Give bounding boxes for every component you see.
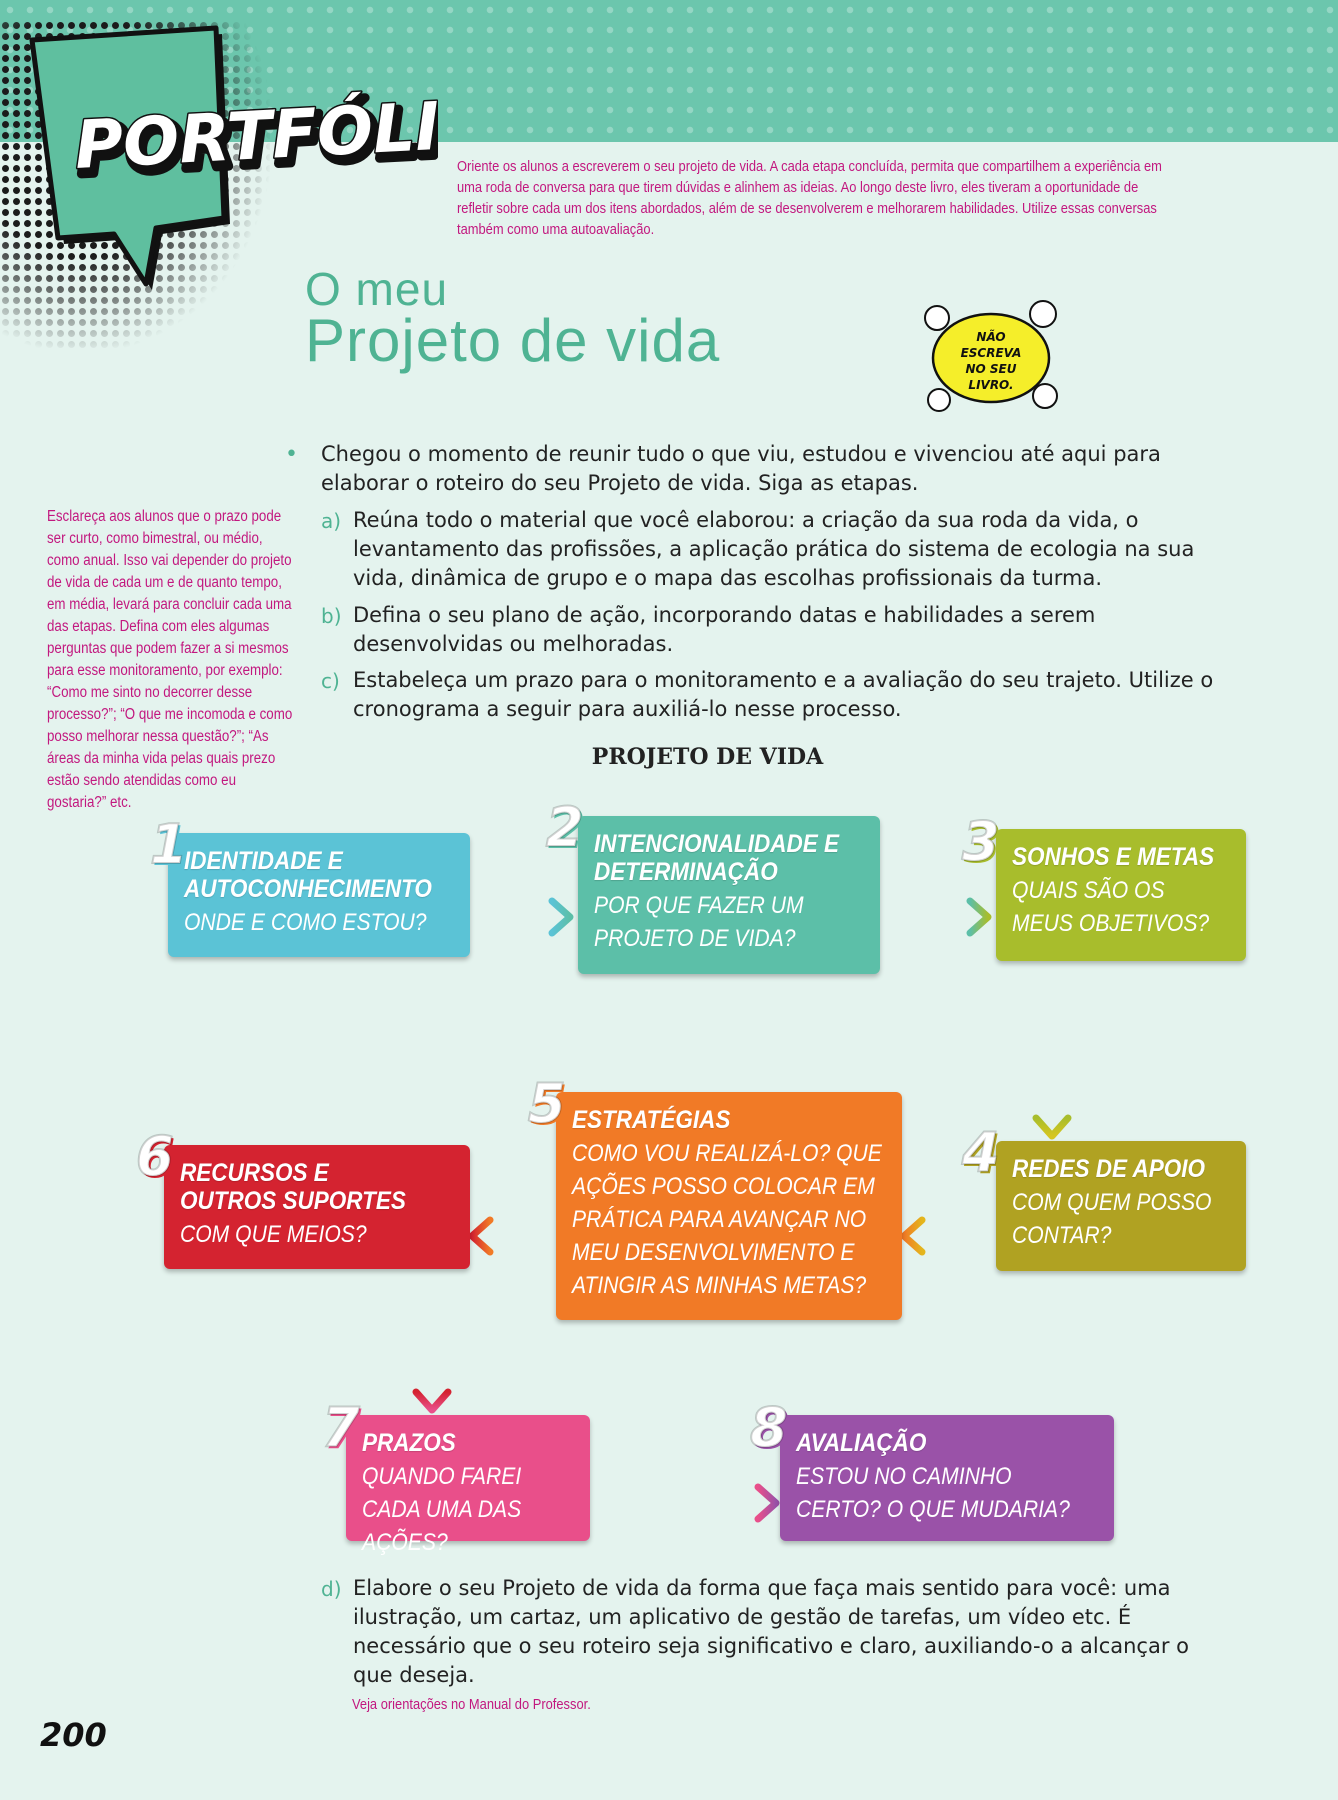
flow-node-8-subtitle: ESTOU NO CAMINHO CERTO? O QUE MUDARIA? bbox=[796, 1463, 1070, 1523]
flow-node-8-title: AVALIAÇÃO bbox=[796, 1429, 927, 1457]
arrow-1-to-2 bbox=[466, 897, 574, 937]
badge-puff-icon bbox=[1032, 383, 1058, 409]
flow-node-7-number: 7 bbox=[321, 1395, 361, 1460]
badge-cloud-icon bbox=[931, 312, 1051, 404]
flow-node-4: REDES DE APOIO COM QUEM POSSO CONTAR? bbox=[996, 1141, 1246, 1271]
flow-node-3-number: 3 bbox=[961, 809, 1001, 874]
speech-bubble-icon bbox=[29, 25, 227, 287]
flow-node-4-title: REDES DE APOIO bbox=[1012, 1155, 1205, 1183]
flow-node-3-subtitle: QUAIS SÃO OS MEUS OBJETIVOS? bbox=[1012, 877, 1210, 937]
arrow-5-to-6 bbox=[468, 1216, 559, 1256]
step-a-letter: a) bbox=[321, 509, 342, 533]
flow-node-1-number: 1 bbox=[149, 812, 189, 877]
flow-node-7: PRAZOS QUANDO FAREI CADA UMA DAS AÇÕES? bbox=[346, 1415, 590, 1556]
flow-node-5-title: ESTRATÉGIAS bbox=[572, 1106, 731, 1134]
flow-node-5: ESTRATÉGIAS COMO VOU REALIZÁ-LO? QUE AÇÕ… bbox=[556, 1092, 902, 1320]
teacher-note-side: Esclareça aos alunos que o prazo pode se… bbox=[47, 508, 293, 811]
step-a-text: Reúna todo o material que você elaborou:… bbox=[353, 508, 1195, 590]
flow-node-2-number: 2 bbox=[545, 795, 585, 860]
flow-node-4-number: 4 bbox=[961, 1120, 1001, 1185]
flow-node-2-title: INTENCIONALIDADE E DETERMINAÇÃO bbox=[594, 830, 840, 886]
badge-puff-icon bbox=[1029, 300, 1057, 328]
flow-node-1-title: IDENTIDADE E AUTOCONHECIMENTO bbox=[184, 847, 432, 903]
do-not-write-badge: NÃO ESCREVA NO SEU LIVRO. bbox=[924, 300, 1058, 412]
arrow-6-to-7 bbox=[412, 1264, 452, 1414]
flow-node-6-number: 6 bbox=[135, 1124, 175, 1189]
badge-text-3: NO SEU bbox=[965, 362, 1016, 376]
step-c-text: Estabeleça um prazo para o monitoramento… bbox=[353, 668, 1214, 721]
step-d-text: Elabore o seu Projeto de vida da forma q… bbox=[353, 1576, 1190, 1687]
flow-node-2-subtitle: POR QUE FAZER UM PROJETO DE VIDA? bbox=[594, 892, 804, 952]
flow-node-7-title: PRAZOS bbox=[362, 1429, 456, 1457]
step-d-letter: d) bbox=[321, 1577, 342, 1601]
flow-node-4-subtitle: COM QUEM POSSO CONTAR? bbox=[1012, 1189, 1212, 1249]
flow-node-6-title: RECURSOS E OUTROS SUPORTES bbox=[180, 1159, 406, 1215]
page-title-line1: O meu bbox=[305, 263, 449, 315]
page-title-line2: Projeto de vida bbox=[305, 307, 721, 374]
badge-puff-icon bbox=[924, 305, 950, 331]
flow-node-6: RECURSOS E OUTROS SUPORTES COM QUE MEIOS… bbox=[164, 1145, 470, 1269]
step-b-text: Defina o seu plano de ação, incorporando… bbox=[353, 603, 1096, 656]
flow-node-1: IDENTIDADE E AUTOCONHECIMENTO ONDE E COM… bbox=[168, 833, 470, 957]
flow-node-5-number: 5 bbox=[527, 1071, 567, 1136]
portfolio-logo: PORTFÓLIO PORTFÓLIO bbox=[29, 25, 438, 290]
step-b-letter: b) bbox=[321, 604, 342, 628]
flow-node-1-subtitle: ONDE E COMO ESTOU? bbox=[184, 909, 427, 936]
flow-node-2: INTENCIONALIDADE E DETERMINAÇÃO POR QUE … bbox=[578, 816, 880, 974]
flow-node-6-subtitle: COM QUE MEIOS? bbox=[180, 1221, 367, 1248]
section-label: PORTFÓLIO bbox=[73, 85, 438, 184]
arrow-2-to-3 bbox=[876, 897, 992, 937]
teacher-note-top: Oriente os alunos a escreverem o seu pro… bbox=[457, 158, 1162, 238]
arrow-4-to-5 bbox=[900, 1216, 999, 1256]
intro-text: Chegou o momento de reunir tudo o que vi… bbox=[321, 442, 1161, 495]
step-c-letter: c) bbox=[321, 669, 340, 693]
badge-text-2: ESCREVA bbox=[961, 346, 1022, 360]
page-number: 200 bbox=[40, 1716, 107, 1754]
badge-text-4: LIVRO. bbox=[968, 378, 1013, 392]
flow-node-8-number: 8 bbox=[749, 1395, 789, 1460]
flow-node-3: SONHOS E METAS QUAIS SÃO OS MEUS OBJETIV… bbox=[996, 829, 1246, 961]
flow-node-7-subtitle: QUANDO FAREI CADA UMA DAS AÇÕES? bbox=[362, 1463, 522, 1556]
arrow-7-to-8 bbox=[588, 1483, 780, 1523]
flow-node-3-title: SONHOS E METAS bbox=[1012, 843, 1215, 871]
bullet-icon: • bbox=[285, 442, 298, 467]
arrow-3-to-4 bbox=[1032, 958, 1072, 1140]
badge-puff-icon bbox=[927, 388, 951, 412]
badge-text-1: NÃO bbox=[976, 329, 1005, 344]
flow-node-5-subtitle: COMO VOU REALIZÁ-LO? QUE AÇÕES POSSO COL… bbox=[572, 1140, 882, 1299]
flow-node-8: AVALIAÇÃO ESTOU NO CAMINHO CERTO? O QUE … bbox=[780, 1415, 1114, 1541]
flowchart-title: PROJETO DE VIDA bbox=[591, 744, 824, 770]
teacher-note-bottom: Veja orientações no Manual do Professor. bbox=[352, 1696, 591, 1713]
